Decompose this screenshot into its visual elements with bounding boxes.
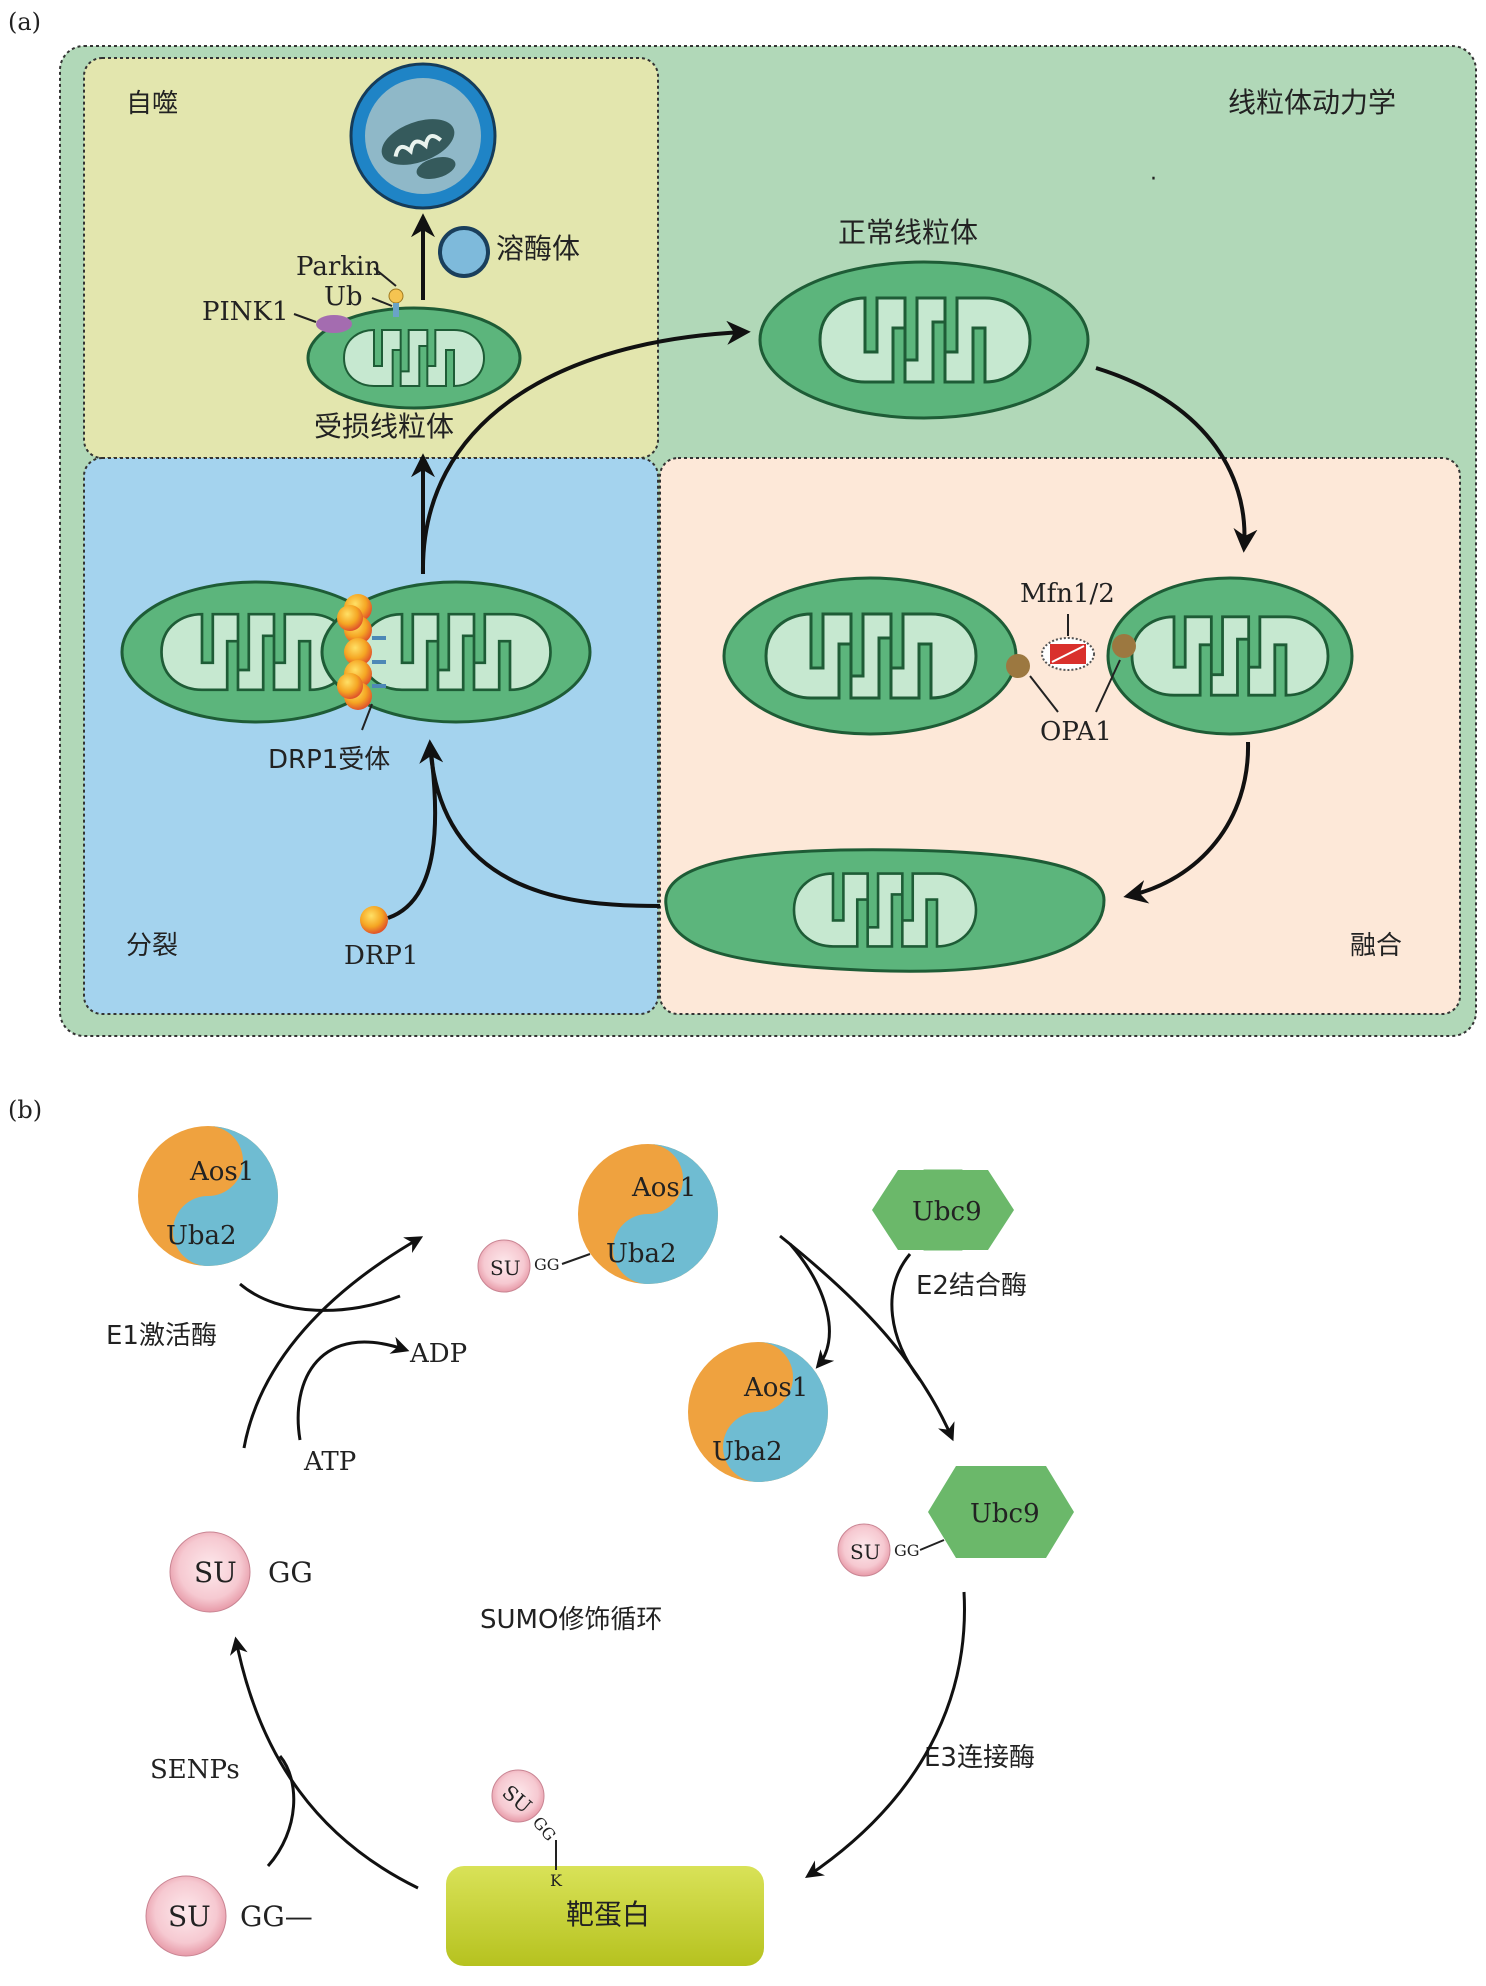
senps-label: SENPs [150,1755,240,1785]
su-label-free: SU [194,1556,237,1589]
arrow-elongated-to-fission [419,739,661,908]
fusion-label: 融合 [1350,931,1402,961]
panel-a-label: (a) [8,8,41,36]
pink1-leader [293,313,317,323]
e3-label: E3连接酶 [924,1743,1035,1773]
ubc9-1-shape [872,1170,1014,1250]
normal-label: 正常线粒体 [838,216,978,249]
arrow-fission-to-normal [420,320,751,575]
e1-complex-3 [688,1342,828,1482]
ubc9-2 [928,1466,1074,1558]
uba2-label-3: Uba2 [712,1437,783,1467]
target-label: 靶蛋白 [566,1898,650,1931]
fission-mitochondrion-right [320,580,592,724]
damaged-label: 受损线粒体 [314,410,454,443]
autophagy-label: 自噬 [126,89,178,119]
damaged-mitochondrion [306,306,522,410]
arrow-activation [242,1236,424,1449]
pink1-label: PINK1 [202,297,288,327]
opa1-leader-left [1029,675,1059,713]
su-1 [477,1239,531,1293]
drp1-protein [360,906,388,934]
su-target [491,1769,545,1823]
ub-label: Ub [324,282,363,312]
arrow-normal-to-fusion [1095,366,1258,553]
mfn-label: Mfn1/2 [1020,579,1115,609]
lysine-label: K [550,1871,563,1890]
mfn-tether [1041,637,1095,671]
arrow-drp1-recruit [387,743,438,920]
normal-mitochondrion [758,260,1090,420]
fission-label: 分裂 [126,931,178,961]
stray-dot: · [1150,167,1157,192]
aos1-label-3: Aos1 [743,1373,808,1403]
opa1-right [1112,634,1136,658]
target-protein [446,1866,764,1966]
aos1-label-2: Aos1 [631,1173,696,1203]
su-label-precursor: SU [168,1900,211,1933]
gg-label-precursor: GG— [240,1900,313,1933]
arrow-to-target [805,1591,966,1879]
arrow-atp-adp [296,1336,410,1441]
fusion-mitochondrion-left [722,576,1018,736]
su-bond-1 [561,1253,591,1265]
dynamics-title: 线粒体动力学 [1228,86,1396,119]
autolysosome [349,62,497,210]
arrow-deconjugation [230,1636,419,1890]
lysosome-label: 溶酶体 [496,232,580,265]
drp1-receptor-label: DRP1受体 [268,745,390,775]
gg-label-2: GG [894,1541,920,1560]
su-precursor [145,1875,227,1957]
opa1-leader-right [1095,659,1121,713]
ub-marker [371,267,404,317]
uba2-label-1: Uba2 [166,1221,237,1251]
e2-label: E2结合酶 [916,1271,1027,1301]
gg-label-1: GG [534,1255,560,1274]
e1-label: E1激活酶 [106,1321,217,1351]
opa1-left [1006,654,1030,678]
gg-label-free: GG [268,1556,313,1589]
receptor-leader [361,703,373,731]
lysosome [438,226,490,278]
arrow-e1-bind [239,1282,401,1312]
parkin-label: Parkin [296,252,381,282]
fusion-mitochondrion-right [1106,576,1354,736]
drp1-label: DRP1 [344,941,418,971]
aos1-label-1: Aos1 [189,1157,254,1187]
su-free [169,1531,251,1613]
e1-complex-2 [578,1144,718,1284]
su-2 [837,1523,891,1577]
su-label-1: SU [490,1256,521,1280]
e1-complex-1 [138,1126,278,1266]
arrow-fusion-to-elongated [1123,741,1251,904]
pink1-protein [316,315,352,333]
su-bond-2 [919,1539,945,1551]
atp-label: ATP [303,1447,356,1477]
arrow-senps-processing [266,1755,296,1867]
ubc9-label-2: Ubc9 [970,1499,1040,1529]
panel-b-label: (b) [8,1096,42,1124]
ubc9-label-1: Ubc9 [912,1197,982,1227]
arrow-ubc9-join [890,1253,922,1381]
adp-label: ADP [409,1339,467,1369]
arrow-to-ubc9-su [779,1234,955,1442]
uba2-label-2: Uba2 [606,1239,677,1269]
arrow-release-e1 [788,1243,835,1369]
drp1-ring [337,594,386,710]
cycle-label: SUMO修饰循环 [480,1605,662,1635]
opa1-label: OPA1 [1040,717,1112,747]
su-label-2: SU [850,1540,881,1564]
elongated-mitochondrion [664,848,1106,973]
